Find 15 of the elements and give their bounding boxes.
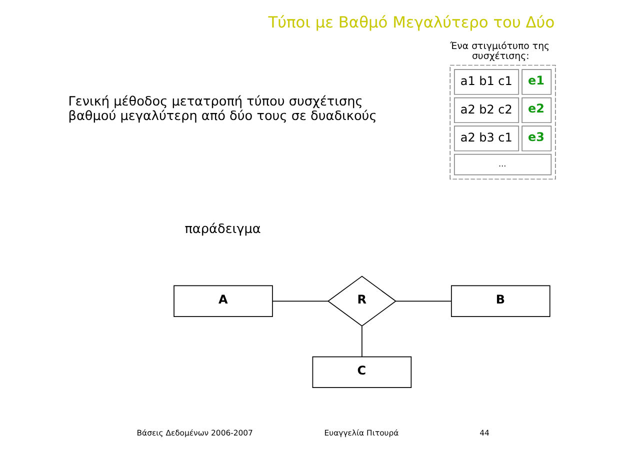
node-label: Ένα στιγμιότυπο της συσχέτισης: (450, 40, 550, 62)
node-diamond: R (326, 276, 396, 326)
label: Γενική μέθοδος μετατροπή τύπου συσχέτισης βαθμού μεγαλύτερη από δύο τους σε δυαδικούς (68, 94, 376, 124)
connector (361, 326, 362, 358)
diagram-title: Τύποι με Βαθμό Μεγαλύτερο του Δύο (268, 14, 554, 32)
connector (272, 300, 328, 302)
label: παράδειγμα (184, 222, 260, 238)
node-box: a1 b1 c1 e1 a2 b2 c2 e2 a2 b3 c1 e3 … (449, 64, 556, 180)
connector (394, 300, 452, 302)
label: 44 (479, 428, 489, 438)
label: Βάσεις Δεδομένων 2006-2007 (136, 428, 252, 438)
label: Ευαγγελία Πιτουρά (324, 428, 398, 438)
node-box: C (312, 356, 412, 388)
node-box: B (450, 285, 550, 317)
node-box: A (173, 285, 272, 317)
